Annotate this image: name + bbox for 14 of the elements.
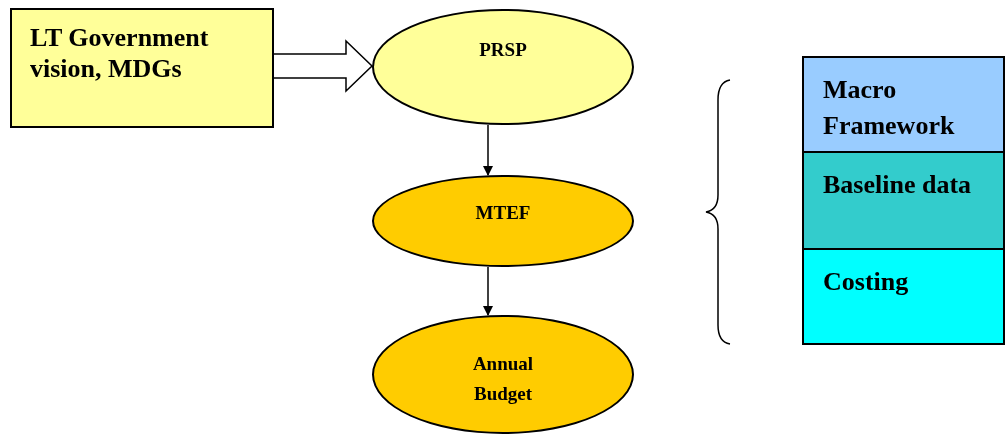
stack-layer	[802, 56, 1005, 153]
node-label: Costing	[823, 266, 910, 298]
block-arrow	[273, 39, 374, 93]
node-label: Baseline data	[823, 169, 973, 201]
node-label: Macro Framework	[823, 74, 956, 142]
process-box	[10, 8, 274, 128]
node-label: MTEF	[475, 202, 531, 225]
arrow	[483, 124, 493, 176]
arrow	[483, 266, 493, 316]
node-label: Annual Budget	[471, 352, 535, 406]
node-label: PRSP	[479, 39, 527, 62]
node-label: LT Government vision, MDGs	[30, 22, 210, 84]
stack-layer	[802, 151, 1005, 250]
stack-layer	[802, 248, 1005, 345]
